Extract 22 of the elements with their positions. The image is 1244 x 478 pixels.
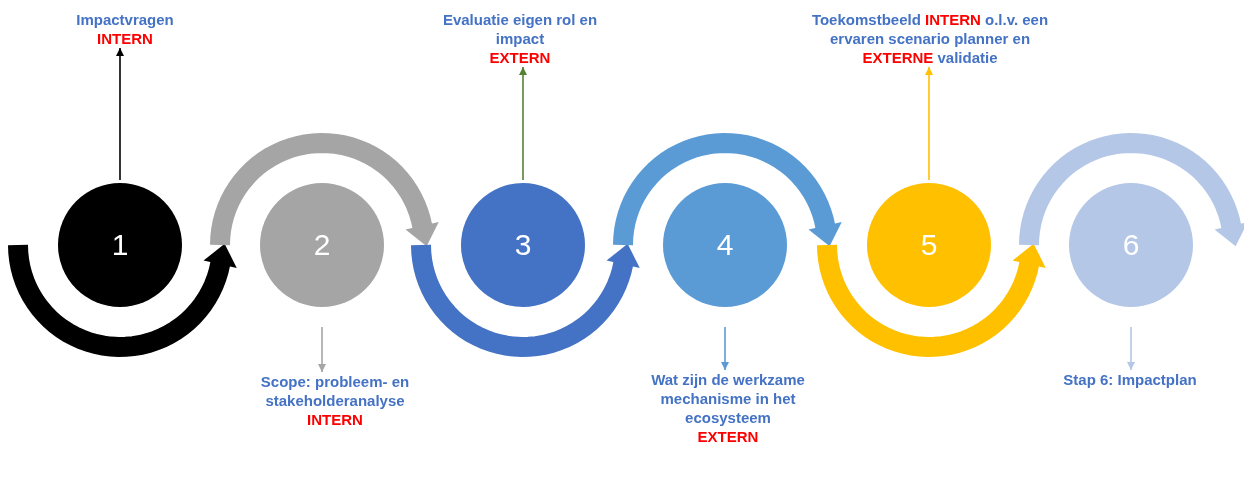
step-description: Toekomstbeeld INTERN o.l.v. een ervaren scenario planner en EXTERNE validatie: [810, 10, 1050, 67]
arrow: [116, 47, 124, 181]
arrow: [318, 326, 326, 373]
arrow: [519, 66, 527, 181]
step-description: Impactvragen: [76, 10, 174, 29]
step-number: 3: [514, 228, 532, 262]
step-description: Wat zijn de werkzame mechanisme in het ecosysteem: [650, 370, 806, 427]
scope-tag: EXTERN: [697, 427, 759, 446]
arrow: [925, 66, 933, 181]
step-description: Stap 6: Impactplan: [1063, 370, 1197, 389]
step-number: 6: [1122, 228, 1140, 262]
step-number: 4: [716, 228, 734, 262]
step-description: Evaluatie eigen rol en impact: [441, 10, 599, 48]
step-number: 2: [313, 228, 331, 262]
arrow: [1127, 326, 1135, 371]
step-number: 5: [920, 228, 938, 262]
scope-tag: INTERN: [307, 410, 363, 429]
scope-tag: EXTERN: [489, 48, 551, 67]
step-description: Scope: probleem- en stakeholderanalyse: [259, 372, 411, 410]
arrow: [721, 326, 729, 371]
step-number: 1: [111, 228, 129, 262]
scope-tag: INTERN: [97, 29, 153, 48]
